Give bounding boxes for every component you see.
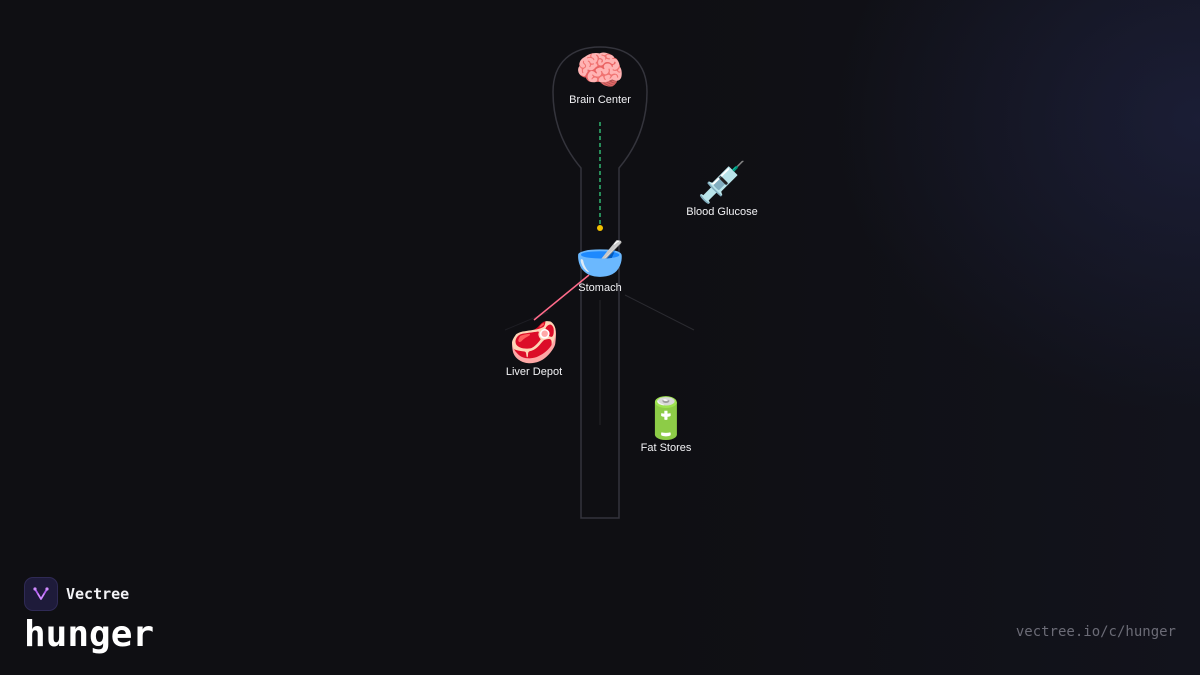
- battery-icon: 🔋: [641, 397, 691, 441]
- syringe-icon: 💉: [697, 161, 747, 205]
- node-brain-center[interactable]: 🧠 Brain Center: [569, 48, 631, 106]
- logo-glyph: [33, 587, 49, 600]
- link-stomach-liver: [533, 274, 590, 321]
- brand-name[interactable]: Vectree: [66, 585, 130, 603]
- brain-icon: 🧠: [575, 49, 625, 93]
- node-label: Fat Stores: [640, 442, 692, 454]
- signal-dot: [597, 225, 603, 231]
- meat-icon: 🥩: [509, 321, 559, 365]
- node-label: Blood Glucose: [686, 206, 758, 218]
- page-url[interactable]: vectree.io/c/hunger: [1015, 624, 1176, 640]
- vectree-logo-icon[interactable]: [24, 577, 58, 611]
- page-title: hunger: [24, 614, 155, 655]
- node-fat-stores[interactable]: 🔋 Fat Stores: [641, 396, 692, 454]
- node-label: Brain Center: [569, 94, 631, 106]
- node-label: Stomach: [578, 282, 622, 294]
- node-stomach[interactable]: 🥣 Stomach: [575, 236, 625, 294]
- brand-block: Vectree hunger: [24, 577, 154, 657]
- body-outline: [552, 46, 648, 519]
- node-liver-depot[interactable]: 🥩 Liver Depot: [506, 320, 562, 378]
- branch-line-fat: [624, 294, 695, 331]
- node-label: Liver Depot: [505, 366, 563, 378]
- node-blood-glucose[interactable]: 💉 Blood Glucose: [686, 160, 758, 218]
- bowl-icon: 🥣: [575, 237, 625, 281]
